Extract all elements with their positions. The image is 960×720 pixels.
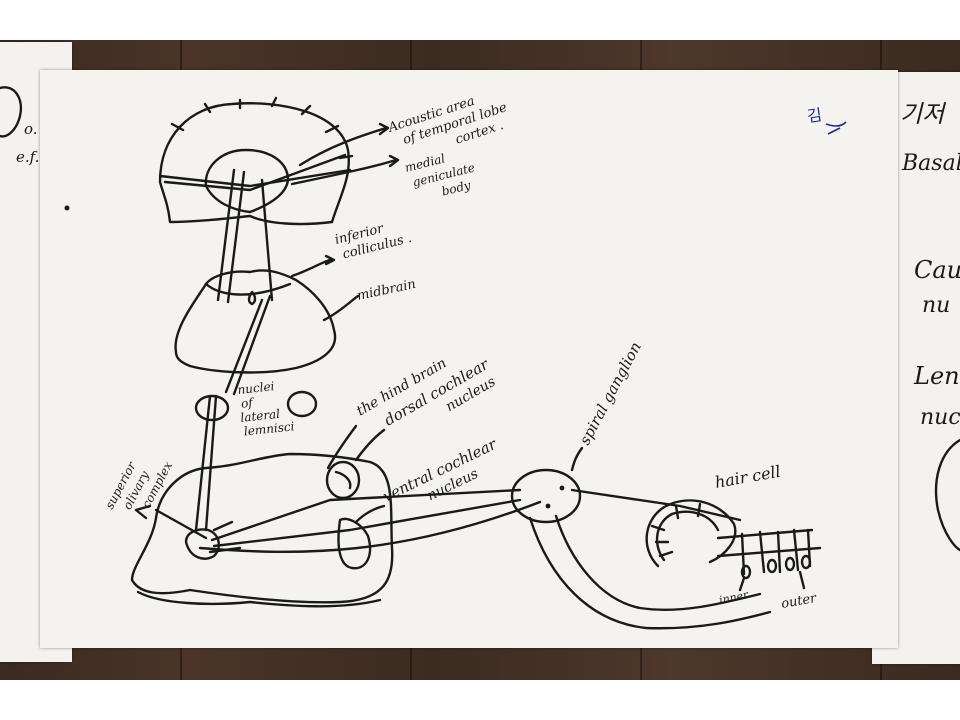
right-sheet-text: 기저 Basal Cau nu Len nuc: [900, 100, 960, 552]
right-text-4: nu: [922, 293, 950, 318]
right-text-2: Basal: [901, 151, 960, 176]
left-sheet-sketch: o. e.f.: [0, 86, 70, 211]
auditory-pathway-drawing: [130, 96, 822, 630]
label-body: body: [440, 178, 472, 199]
label-inner: inner: [718, 588, 750, 607]
right-text-6: nuc: [920, 405, 960, 430]
right-text-3: Cau: [914, 256, 960, 284]
bottom-band: [0, 680, 960, 720]
right-text-5: Len: [913, 362, 960, 390]
main-paper-sheet: [40, 70, 898, 648]
label-hair-cell: hair cell: [713, 462, 782, 492]
left-sheet-text-2: e.f.: [16, 148, 39, 166]
left-sheet-text-1: o.: [24, 120, 38, 138]
label-lemnisci: lemnisci: [243, 419, 295, 438]
top-band: [0, 0, 960, 40]
label-initials: 김: [806, 105, 823, 126]
label-of: of: [240, 395, 256, 410]
label-spiral-ganglion: spiral ganglion: [576, 339, 645, 448]
right-text-1: 기저: [900, 100, 947, 128]
label-nuclei: nuclei: [237, 379, 275, 397]
label-outer: outer: [780, 591, 818, 612]
label-midbrain: midbrain: [356, 277, 417, 304]
label-lateral: lateral: [240, 407, 281, 425]
